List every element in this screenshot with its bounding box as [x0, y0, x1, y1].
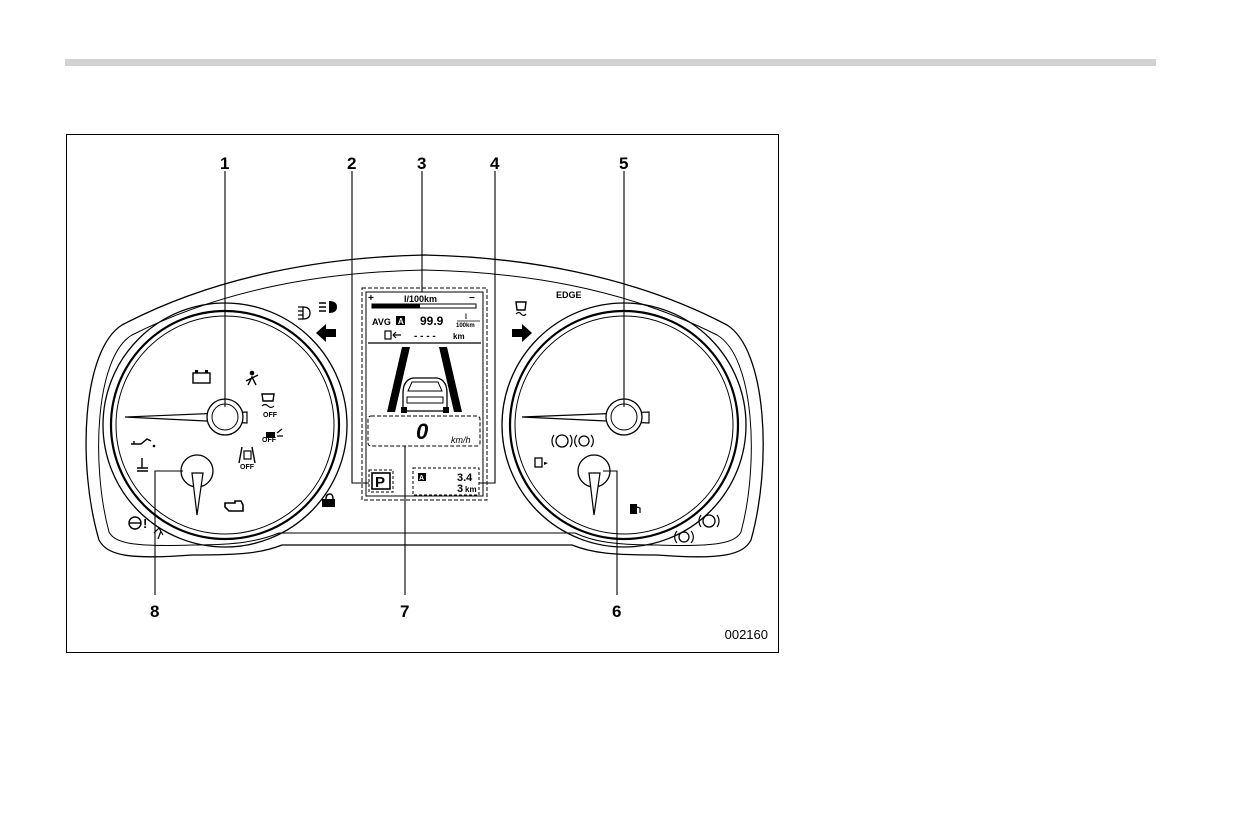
- vehicle-dynamics-icon: [515, 301, 527, 317]
- epb-icon: [551, 434, 573, 448]
- left-sub-needle: [191, 472, 204, 516]
- gauge-minus: −: [469, 293, 475, 304]
- avg-value: 99.9: [420, 314, 444, 328]
- callout-3: 3: [417, 154, 426, 173]
- power-steering-icon: !: [128, 516, 147, 531]
- fog-light-icon: [298, 306, 311, 320]
- avg-unit-bottom: 100km: [456, 323, 475, 329]
- figure-id: 002160: [724, 627, 768, 642]
- speed-unit: km/h: [451, 435, 471, 445]
- lane-graphic: [387, 347, 462, 412]
- security-icon: [322, 493, 335, 507]
- range-unit: km: [453, 332, 465, 341]
- oil-pressure-icon: [131, 438, 156, 448]
- callout-1: 1: [220, 154, 229, 173]
- callout-2: 2: [347, 154, 356, 173]
- turn-left-icon: [316, 324, 336, 342]
- cluster-housing-inner: [98, 269, 752, 546]
- gear-indicator: P: [375, 474, 385, 491]
- gauge-unit: l/100km: [404, 294, 437, 304]
- instrument-cluster-figure: OFF OFF OFF: [66, 134, 779, 653]
- odo-value: 3: [457, 483, 463, 495]
- speed-value: 0: [416, 419, 429, 444]
- eyesight-off-icon: OFF: [262, 428, 283, 444]
- fuel-door-icon: [534, 457, 548, 468]
- average-economy: AVG A 99.9 l 100km: [372, 314, 480, 329]
- fuel-economy-gauge: + − l/100km: [368, 293, 477, 309]
- check-engine-icon: [224, 500, 244, 512]
- avg-unit-top: l: [465, 314, 467, 321]
- center-display: + − l/100km AVG A 99.9 l 100km - - - -: [361, 287, 488, 501]
- lane-departure-off-icon: OFF: [238, 446, 256, 471]
- range-row: - - - - km: [384, 330, 465, 342]
- gauge-fill: [372, 304, 420, 308]
- right-sub-needle: [588, 472, 601, 516]
- traction-off-icon: OFF: [261, 393, 278, 419]
- top-rule: [65, 59, 1156, 66]
- callout-7: 7: [400, 602, 409, 621]
- callout-5: 5: [619, 154, 628, 173]
- cluster-housing-outer: [85, 254, 764, 558]
- low-fuel-icon: [630, 504, 641, 514]
- turn-right-icon: [512, 324, 532, 342]
- trip-badge-2: A: [419, 475, 424, 482]
- svg-text:OFF: OFF: [262, 437, 277, 444]
- battery-icon: [192, 370, 211, 384]
- coolant-temp-icon: [137, 458, 148, 472]
- seatbelt-icon: [245, 370, 259, 386]
- trip-value: 3.4: [457, 472, 473, 484]
- cluster-drawing: OFF OFF OFF: [85, 154, 764, 621]
- brake-warning-icon: [674, 530, 694, 544]
- high-beam-icon: [319, 301, 337, 313]
- edge-label: EDGE: [556, 290, 582, 300]
- odo-unit: km: [465, 485, 477, 494]
- parking-brake-icon: [574, 434, 594, 448]
- svg-text:OFF: OFF: [240, 464, 255, 471]
- gauge-plus: +: [368, 293, 374, 304]
- svg-text:!: !: [143, 516, 147, 531]
- callout-6: 6: [612, 602, 621, 621]
- svg-text:OFF: OFF: [263, 412, 278, 419]
- abs-icon: [698, 514, 720, 528]
- callout-4: 4: [490, 154, 500, 173]
- range-value: - - - -: [414, 331, 436, 342]
- trip-badge: A: [398, 317, 404, 326]
- seatbelt-rear-icon: [153, 527, 164, 540]
- vehicle-graphic: [401, 377, 449, 413]
- callout-8: 8: [150, 602, 159, 621]
- leader-lines: [154, 171, 625, 595]
- avg-label: AVG: [372, 317, 391, 327]
